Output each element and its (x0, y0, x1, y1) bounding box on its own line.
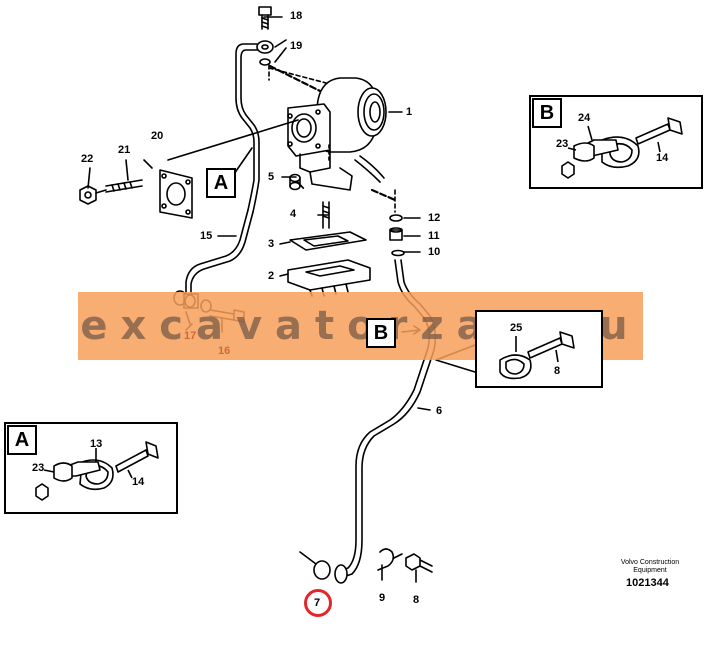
callout-3: 3 (268, 238, 275, 250)
callout-14-inset-a: 14 (132, 476, 145, 488)
callout-8: 8 (413, 594, 420, 606)
callout-21: 21 (118, 144, 131, 156)
gasket-3 (289, 231, 367, 251)
seal-ring-7 (299, 551, 348, 584)
credit-line-2: Equipment (633, 567, 667, 574)
callout-9: 9 (379, 592, 386, 604)
callout-18: 18 (290, 10, 303, 22)
callout-8-inset: 8 (554, 365, 561, 377)
callout-2: 2 (268, 270, 275, 282)
banjo-fitting-19 (256, 39, 287, 66)
inset-b-mid-part (499, 331, 575, 380)
inset-a-part (35, 441, 159, 501)
callout-12: 12 (428, 212, 441, 224)
inset-b-top-part (561, 117, 683, 179)
bolt-21 (105, 179, 143, 193)
upper-oil-pipe (235, 43, 260, 213)
callout-22: 22 (81, 153, 94, 165)
turbocharger-1 (287, 77, 403, 191)
callout-20: 20 (151, 130, 164, 142)
callout-23-inset-b: 23 (556, 138, 569, 150)
inset-b-mid-tag: B (366, 318, 396, 348)
bolt-8 (405, 553, 433, 583)
callout-25: 25 (510, 322, 523, 334)
callout-1: 1 (406, 106, 413, 118)
inset-a-main-tag: A (206, 168, 236, 198)
callout-10: 10 (428, 246, 441, 258)
bolt-18 (258, 6, 272, 30)
callout-6: 6 (436, 405, 443, 417)
callout-13: 13 (90, 438, 103, 450)
flange-20 (159, 119, 299, 219)
inset-b-top-tag: B (532, 98, 562, 128)
o-ring-10 (391, 249, 405, 257)
callout-7: 7 (314, 597, 321, 609)
callout-16: 16 (218, 345, 231, 357)
drawing-number: 1021344 (626, 577, 669, 589)
callout-4: 4 (290, 208, 297, 220)
callout-5: 5 (268, 171, 275, 183)
credit-line-1: Volvo Construction (620, 559, 680, 566)
clip-9 (377, 548, 403, 581)
callout-14-inset-b: 14 (656, 152, 669, 164)
callout-17: 17 (184, 330, 197, 342)
inset-a-tag: A (7, 425, 37, 455)
callout-11: 11 (428, 230, 440, 242)
union-fitting-11 (389, 227, 403, 241)
callout-19: 19 (290, 40, 303, 52)
callout-15: 15 (200, 230, 213, 242)
washer-12 (389, 214, 403, 222)
pipe-15 (185, 209, 254, 299)
callout-23-inset-a: 23 (32, 462, 45, 474)
callout-24: 24 (578, 112, 591, 124)
highlight-ring (304, 589, 332, 617)
